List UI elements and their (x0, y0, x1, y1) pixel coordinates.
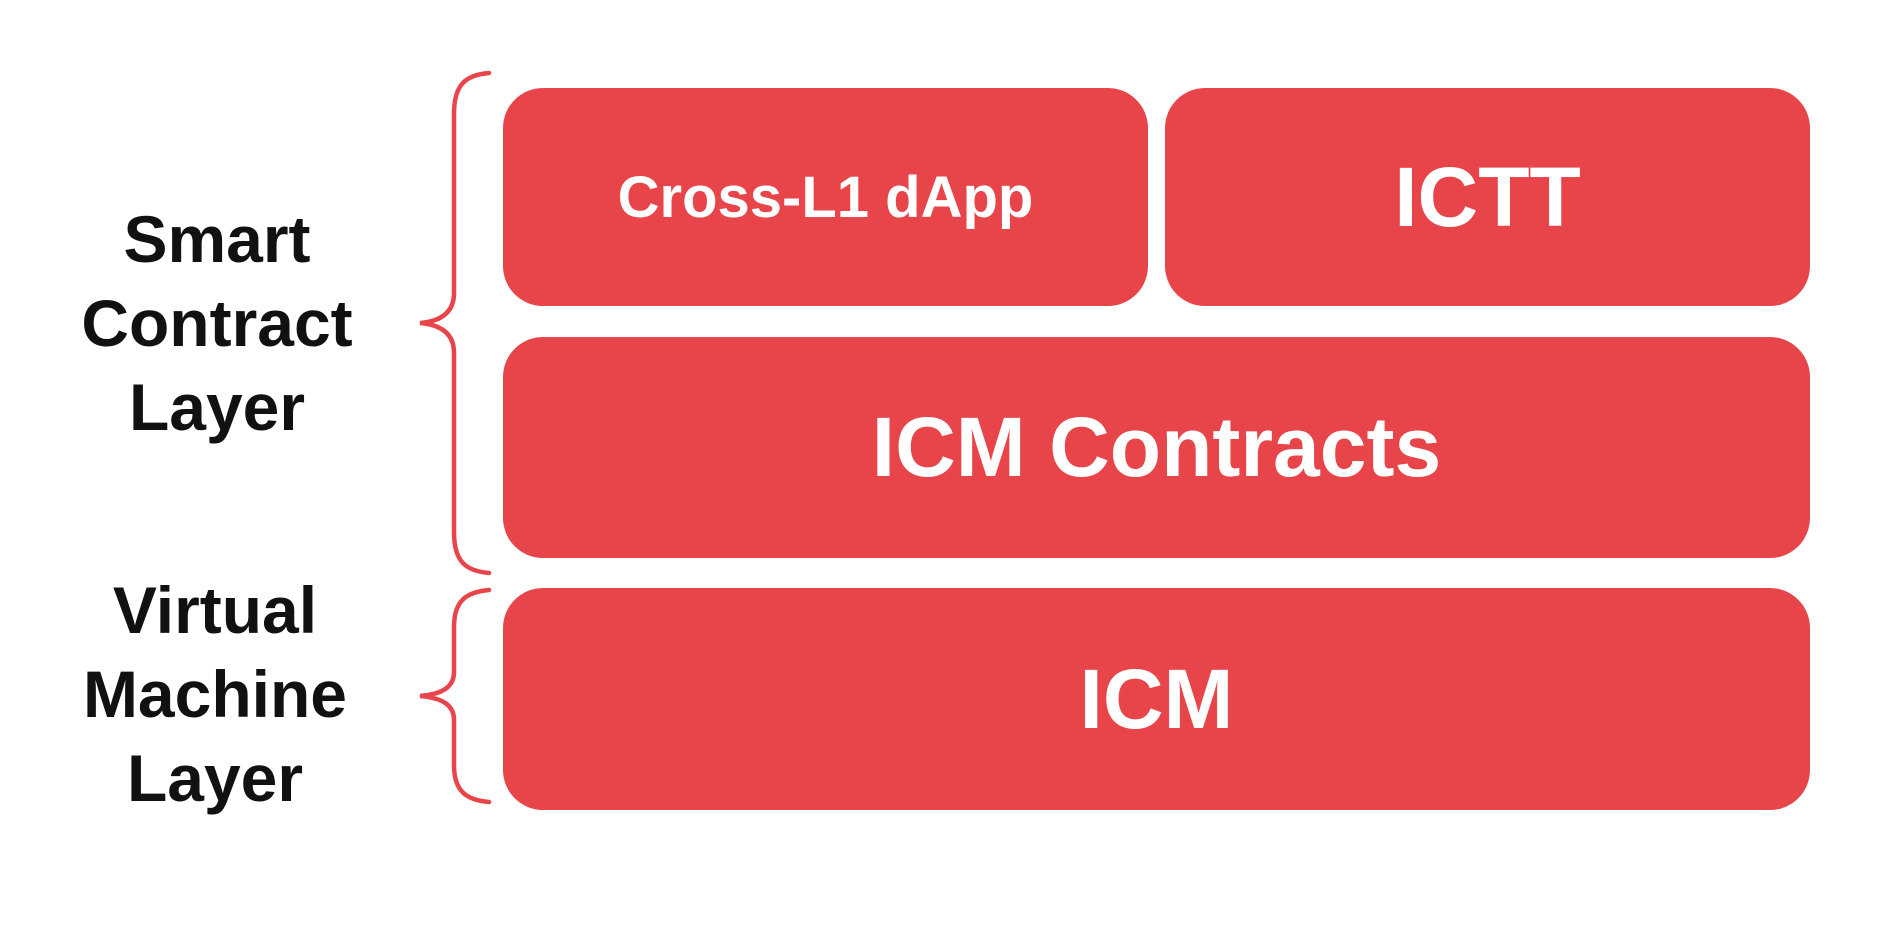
icm-block-label: ICM (1079, 651, 1234, 746)
virtual-machine-layer-label: Virtual Machine Layer (82, 573, 348, 815)
icm-block: ICM (503, 588, 1810, 810)
virtual-machine-layer-brace-icon (419, 587, 492, 805)
smart-contract-layer-brace-icon (419, 70, 492, 576)
cross-l1-dapp-block: Cross-L1 dApp (503, 88, 1148, 306)
smart-contract-layer-label: Smart Contract Layer (81, 202, 353, 444)
cross-l1-dapp-block-label: Cross-L1 dApp (617, 164, 1034, 230)
icm-contracts-block: ICM Contracts (503, 337, 1810, 558)
ictt-block-label: ICTT (1394, 149, 1581, 244)
ictt-block: ICTT (1165, 88, 1810, 306)
icm-contracts-block-label: ICM Contracts (871, 400, 1442, 494)
